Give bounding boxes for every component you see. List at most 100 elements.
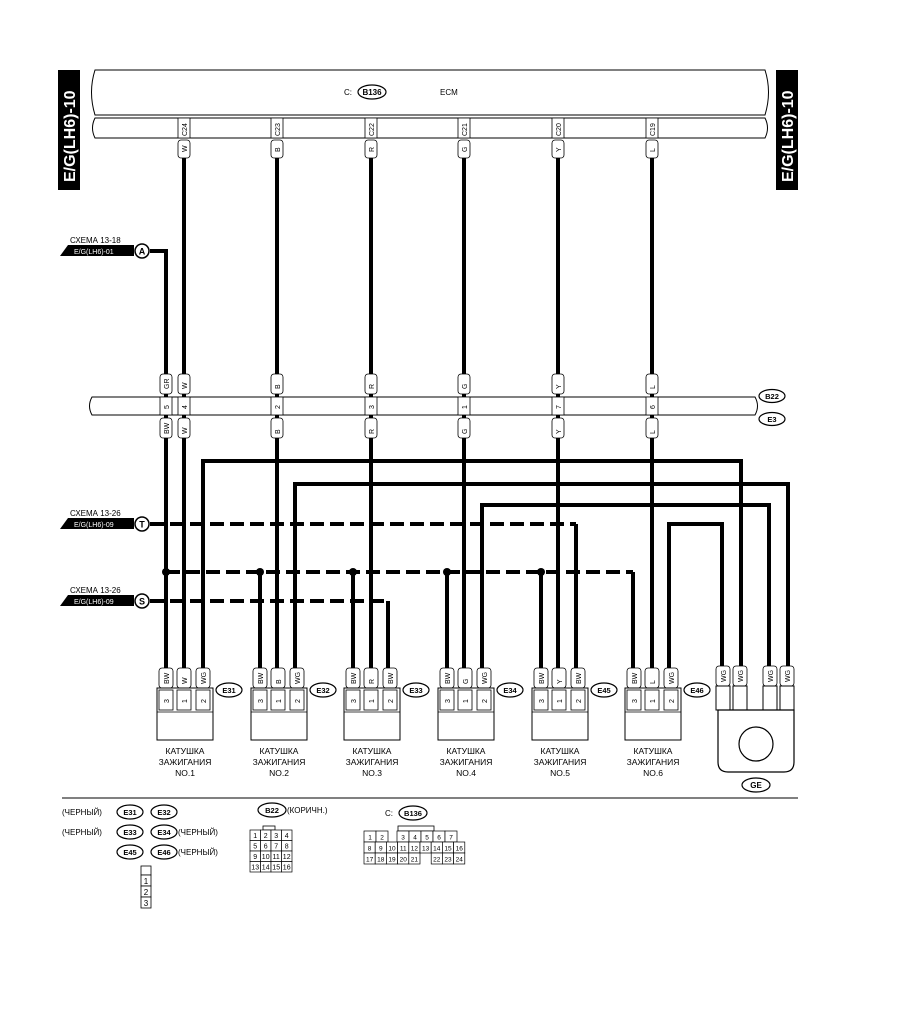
svg-text:КАТУШКА: КАТУШКА (166, 746, 205, 756)
svg-text:L: L (650, 430, 657, 434)
svg-text:E46: E46 (157, 848, 170, 857)
svg-text:11: 11 (400, 846, 407, 853)
svg-text:11: 11 (273, 854, 280, 861)
legend: (ЧЕРНЫЙ) E31 E32 (ЧЕРНЫЙ) E33 E34 (ЧЕРНЫ… (62, 802, 466, 909)
svg-text:2: 2 (275, 405, 282, 409)
svg-text:WG: WG (768, 670, 775, 682)
svg-text:2: 2 (144, 888, 149, 897)
svg-text:ЗАЖИГАНИЯ: ЗАЖИГАНИЯ (440, 757, 493, 767)
svg-text:7: 7 (556, 405, 563, 409)
svg-text:2: 2 (669, 699, 676, 703)
svg-text:NO.1: NO.1 (175, 768, 195, 778)
svg-text:19: 19 (388, 857, 396, 864)
svg-text:1: 1 (182, 699, 189, 703)
junction-col-4: G1G (457, 373, 471, 439)
svg-text:B: B (275, 384, 282, 389)
ecm-pin-c19: C19 (645, 117, 659, 139)
svg-text:24: 24 (456, 857, 464, 864)
ref-t: СХЕМА 13-26 E/G(LH6)-09 T (60, 509, 150, 532)
svg-text:WG: WG (201, 672, 208, 684)
svg-text:C21: C21 (462, 123, 469, 136)
svg-text:BW: BW (164, 422, 171, 434)
ecm-connector-id: B136 (362, 88, 382, 97)
svg-text:5: 5 (425, 835, 429, 842)
svg-text:BW: BW (164, 672, 171, 684)
svg-text:2: 2 (295, 699, 302, 703)
svg-text:GR: GR (164, 379, 171, 390)
coil-id: E32 (316, 686, 329, 695)
svg-text:E45: E45 (123, 848, 136, 857)
svg-text:1: 1 (276, 699, 283, 703)
svg-text:R: R (369, 429, 376, 434)
svg-text:B: B (276, 679, 283, 684)
svg-text:16: 16 (283, 865, 291, 872)
legend-small-connector: 1 2 3 (140, 865, 152, 909)
svg-text:L: L (650, 680, 657, 684)
svg-text:(ЧЕРНЫЙ): (ЧЕРНЫЙ) (178, 848, 218, 857)
coil-id: E31 (222, 686, 235, 695)
ref-s: СХЕМА 13-26 E/G(LH6)-09 S (60, 586, 150, 609)
side-label-right: E/G(LH6)-10 (776, 70, 798, 190)
junction-dots (162, 568, 545, 576)
ecm-pins: C24 C23 C22 C21 C20 C19 (177, 117, 659, 139)
svg-text:G: G (462, 147, 469, 152)
svg-text:21: 21 (411, 857, 419, 864)
coil-id: E46 (690, 686, 703, 695)
svg-text:20: 20 (400, 857, 408, 864)
svg-text:3: 3 (274, 833, 278, 840)
svg-text:WG: WG (669, 672, 676, 684)
svg-text:23: 23 (444, 857, 452, 864)
ecm-pin-c22: C22 (364, 117, 378, 139)
ecm-connector-prefix: C: (344, 88, 352, 97)
svg-text:4: 4 (413, 835, 417, 842)
junction-e3: E3 (767, 415, 776, 424)
svg-text:G: G (462, 429, 469, 434)
svg-text:1: 1 (369, 699, 376, 703)
svg-text:A: A (139, 247, 146, 257)
svg-text:NO.6: NO.6 (643, 768, 663, 778)
svg-text:E34: E34 (157, 828, 171, 837)
svg-text:5: 5 (164, 405, 171, 409)
svg-text:BW: BW (351, 672, 358, 684)
ecm-pin-c21: C21 (457, 117, 471, 139)
svg-text:R: R (369, 679, 376, 684)
svg-text:12: 12 (283, 854, 291, 861)
svg-text:14: 14 (262, 865, 270, 872)
svg-text:(ЧЕРНЫЙ): (ЧЕРНЫЙ) (178, 828, 218, 837)
coil-id: E45 (597, 686, 610, 695)
svg-text:B22: B22 (265, 806, 279, 815)
svg-text:1: 1 (144, 877, 149, 886)
svg-text:E/G(LH6)-09: E/G(LH6)-09 (74, 522, 114, 529)
ecm-block: C: B136 ECM (91, 69, 769, 139)
svg-text:R: R (369, 147, 376, 152)
svg-text:2: 2 (388, 699, 395, 703)
coil-e31: BW3W1WG2312E31КАТУШКАЗАЖИГАНИЯNO.1 (156, 667, 243, 778)
svg-text:L: L (650, 148, 657, 152)
svg-text:1: 1 (253, 833, 257, 840)
svg-text:2: 2 (380, 835, 384, 842)
svg-text:16: 16 (456, 846, 464, 853)
svg-text:6: 6 (650, 405, 657, 409)
svg-text:15: 15 (272, 865, 280, 872)
ecm-pin-c20: C20 (551, 117, 565, 139)
svg-text:C19: C19 (650, 123, 657, 136)
side-label-left: E/G(LH6)-10 (58, 70, 80, 190)
coil-e34: BW3G1WG2312E34КАТУШКАЗАЖИГАНИЯNO.4 (437, 667, 524, 778)
svg-text:E31: E31 (123, 808, 136, 817)
coil-e46: BW3L1WG2312E46КАТУШКАЗАЖИГАНИЯNO.6 (624, 667, 711, 778)
svg-text:BW: BW (445, 672, 452, 684)
svg-text:WG: WG (738, 670, 745, 682)
junction-col-2: B2B (270, 373, 284, 439)
svg-text:18: 18 (377, 857, 385, 864)
svg-text:ЗАЖИГАНИЯ: ЗАЖИГАНИЯ (346, 757, 399, 767)
svg-text:C22: C22 (369, 123, 376, 136)
svg-text:(КОРИЧН.): (КОРИЧН.) (287, 806, 328, 815)
svg-text:BW: BW (258, 672, 265, 684)
svg-text:(ЧЕРНЫЙ): (ЧЕРНЫЙ) (62, 808, 102, 817)
svg-text:1: 1 (650, 699, 657, 703)
ignition-coils: BW3W1WG2312E31КАТУШКАЗАЖИГАНИЯNO.1BW3B1W… (156, 667, 711, 778)
svg-text:СХЕМА 13-26: СХЕМА 13-26 (70, 509, 121, 518)
svg-text:Y: Y (557, 679, 564, 684)
